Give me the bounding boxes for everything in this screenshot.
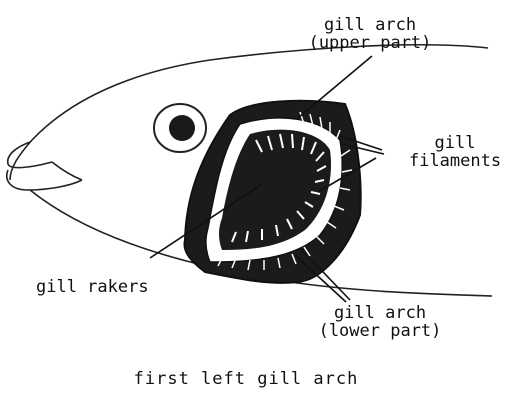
label-gill-filaments-line1: gill: [400, 134, 510, 152]
gill-arch-region: [184, 101, 360, 283]
label-gill-arch-upper-line2: (upper part): [280, 34, 460, 52]
label-gill-rakers: gill rakers: [36, 278, 206, 296]
label-gill-arch-lower: gill arch (lower part): [290, 304, 470, 340]
label-gill-arch-lower-line1: gill arch: [290, 304, 470, 322]
label-gill-filaments: gill filaments: [400, 134, 510, 170]
label-gill-filaments-line2: filaments: [400, 152, 510, 170]
label-gill-arch-upper: gill arch (upper part): [280, 16, 460, 52]
fish-eye: [154, 104, 206, 152]
label-gill-arch-upper-line1: gill arch: [280, 16, 460, 34]
caption: first left gill arch: [96, 370, 396, 388]
label-gill-rakers-line: gill rakers: [36, 278, 206, 296]
label-gill-arch-lower-line2: (lower part): [290, 322, 470, 340]
